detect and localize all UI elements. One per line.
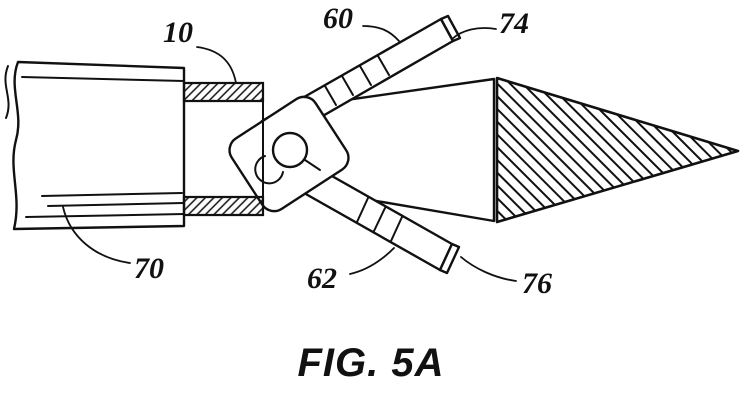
shaft-cylinder-outline — [12, 60, 186, 231]
leader-line-10 — [196, 46, 237, 84]
arrow-tip — [495, 76, 740, 224]
shaft-shading-line-2 — [47, 202, 184, 207]
upper-blade-hatch-marks — [324, 55, 390, 106]
label-76: 76 — [522, 267, 552, 300]
label-74: 74 — [499, 7, 529, 40]
pivot-block — [228, 95, 350, 213]
leader-line-74 — [451, 27, 497, 40]
ferrule — [182, 81, 265, 217]
leader-lines — [62, 25, 517, 282]
arrow-body-fill — [318, 79, 494, 221]
upper-blade-end-face — [439, 14, 462, 43]
shaft-shading-line-1 — [41, 192, 183, 197]
label-60: 60 — [323, 2, 353, 35]
arrow-body — [316, 77, 496, 223]
label-62: 62 — [307, 262, 337, 295]
lower-blade-end-face — [438, 242, 461, 275]
pivot-spring-arc — [254, 155, 284, 185]
break-mark — [4, 65, 10, 119]
shaft-bottom-inner-line — [25, 213, 185, 218]
pivot-pin-line — [304, 159, 321, 171]
pivot-circle — [271, 131, 309, 169]
lower-blade-hatch-marks — [356, 197, 403, 242]
arrow-body-edges — [316, 77, 496, 223]
leader-line-60 — [362, 25, 400, 42]
label-70: 70 — [134, 252, 164, 285]
figure-caption: FIG. 5A — [297, 341, 444, 385]
arrow-shaft-cylinder — [4, 60, 186, 231]
ferrule-top-band — [182, 81, 265, 103]
ferrule-bottom-band — [182, 195, 265, 217]
leader-line-76 — [460, 256, 517, 282]
leader-line-62 — [349, 247, 395, 275]
shaft-top-inner-line — [21, 76, 185, 82]
label-10: 10 — [163, 16, 193, 49]
arrow-tip-hatch — [495, 76, 740, 224]
leader-line-70 — [62, 206, 131, 264]
